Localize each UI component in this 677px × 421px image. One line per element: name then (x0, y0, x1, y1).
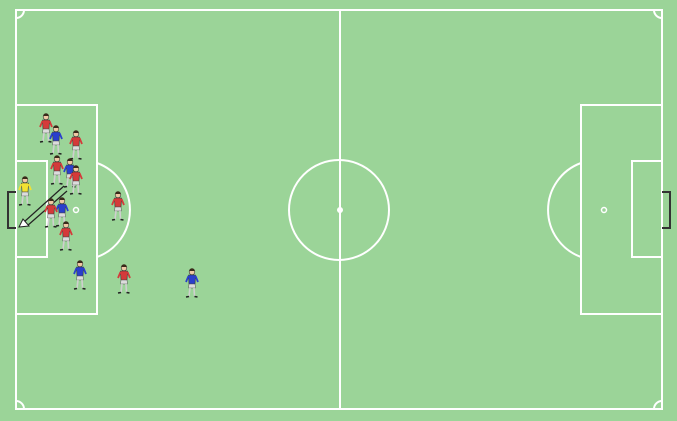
right-goal-area (631, 160, 663, 258)
player-red (50, 155, 64, 185)
right-penalty-spot (600, 206, 608, 214)
right-penalty-arc (547, 162, 582, 258)
player-blue (73, 260, 87, 290)
left-goal (7, 191, 16, 229)
player-red (111, 191, 125, 221)
player-blue (185, 268, 199, 298)
player-red (117, 264, 131, 294)
goalkeeper-figure (18, 176, 32, 206)
player-red (59, 221, 73, 251)
corner-arc-bottom-left (15, 400, 25, 410)
player-red (39, 113, 53, 143)
pass-arrow-line-a (23, 185, 65, 223)
left-penalty-spot (72, 206, 80, 214)
center-spot (337, 207, 343, 213)
player-blue (49, 125, 63, 155)
player-blue (55, 197, 69, 227)
corner-arc-bottom-right (653, 400, 663, 410)
center-circle (288, 159, 390, 261)
player-red (69, 130, 83, 160)
players (18, 113, 199, 298)
corner-arc-top-left (15, 9, 25, 19)
player-red (44, 198, 58, 228)
right-goal (662, 191, 671, 229)
corner-arc-top-right (653, 9, 663, 19)
pitch-markings (15, 9, 663, 410)
pass-arrow-head (18, 218, 31, 228)
left-penalty-arc (96, 162, 131, 258)
player-red (69, 165, 83, 195)
